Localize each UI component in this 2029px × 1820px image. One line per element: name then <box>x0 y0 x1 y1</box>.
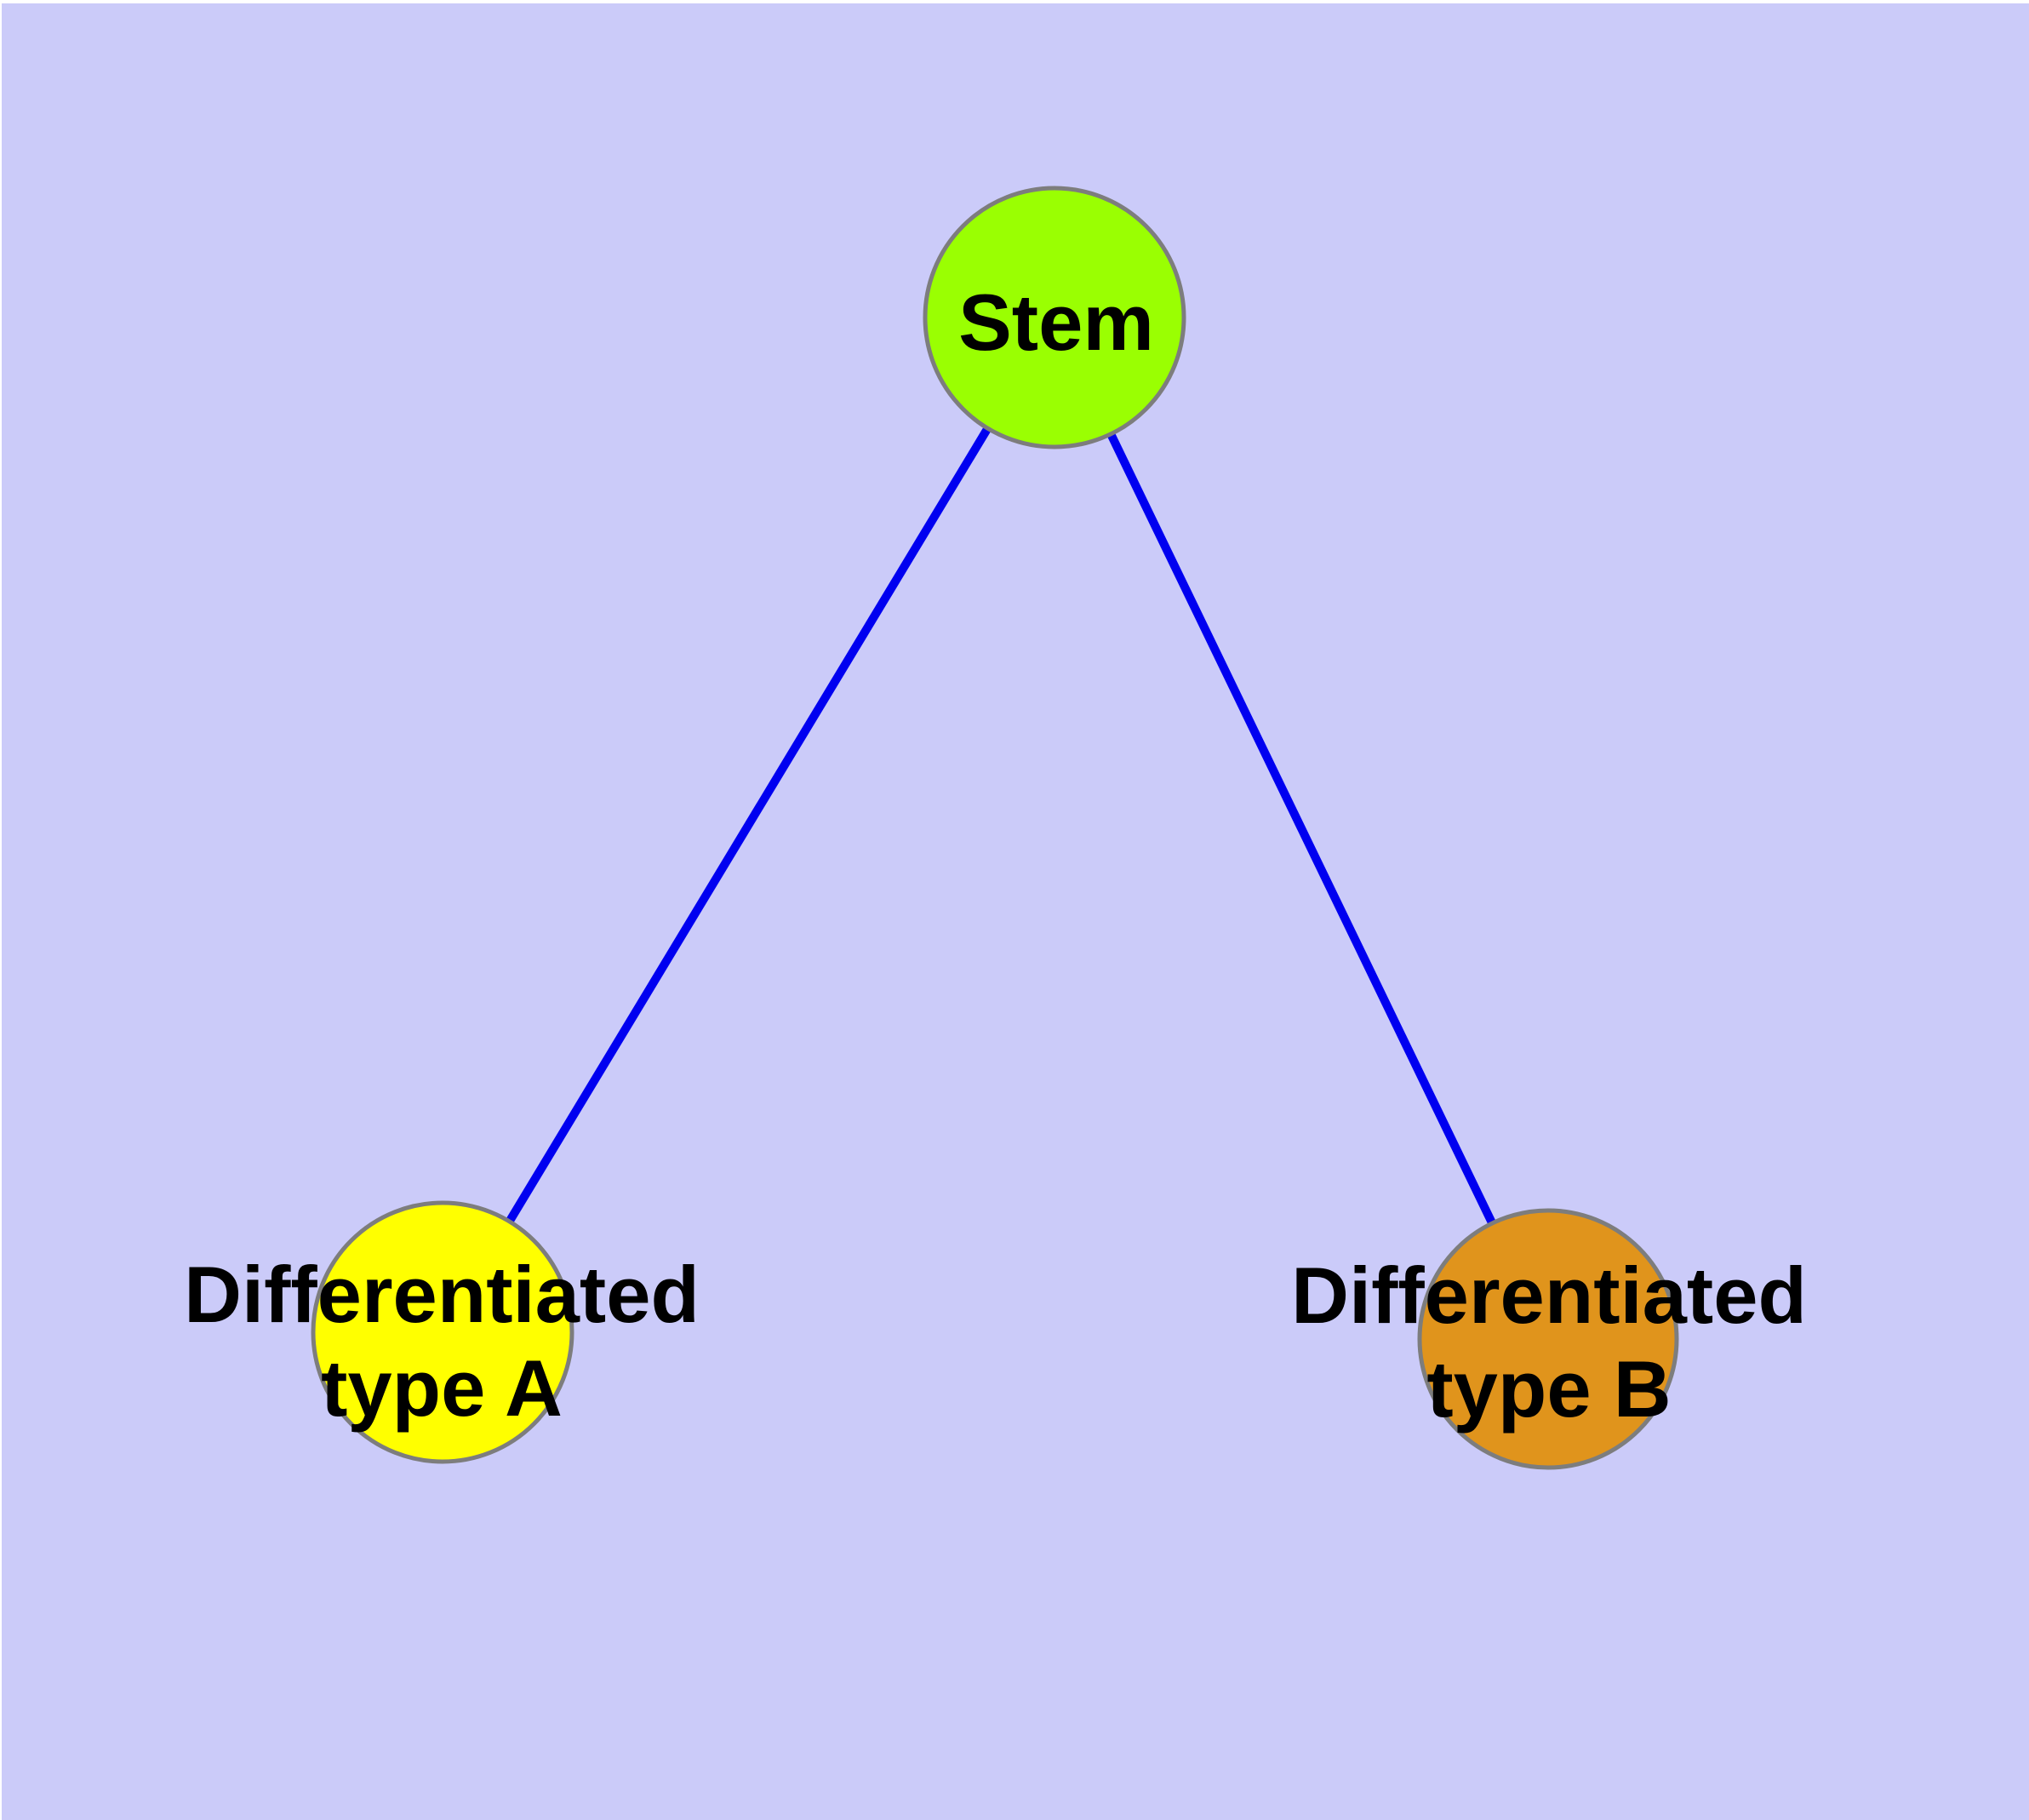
graph-svg <box>311 186 1679 1470</box>
edge-stem-to-type-b <box>1050 315 1552 1342</box>
node-differentiated-type-b[interactable] <box>1417 1208 1679 1470</box>
node-differentiated-type-a[interactable] <box>311 1200 574 1464</box>
node-stem[interactable] <box>923 186 1186 449</box>
edge-stem-to-type-a <box>438 315 1059 1335</box>
diagram-canvas: Stem Differentiated type A Differentiate… <box>2 3 2029 1820</box>
